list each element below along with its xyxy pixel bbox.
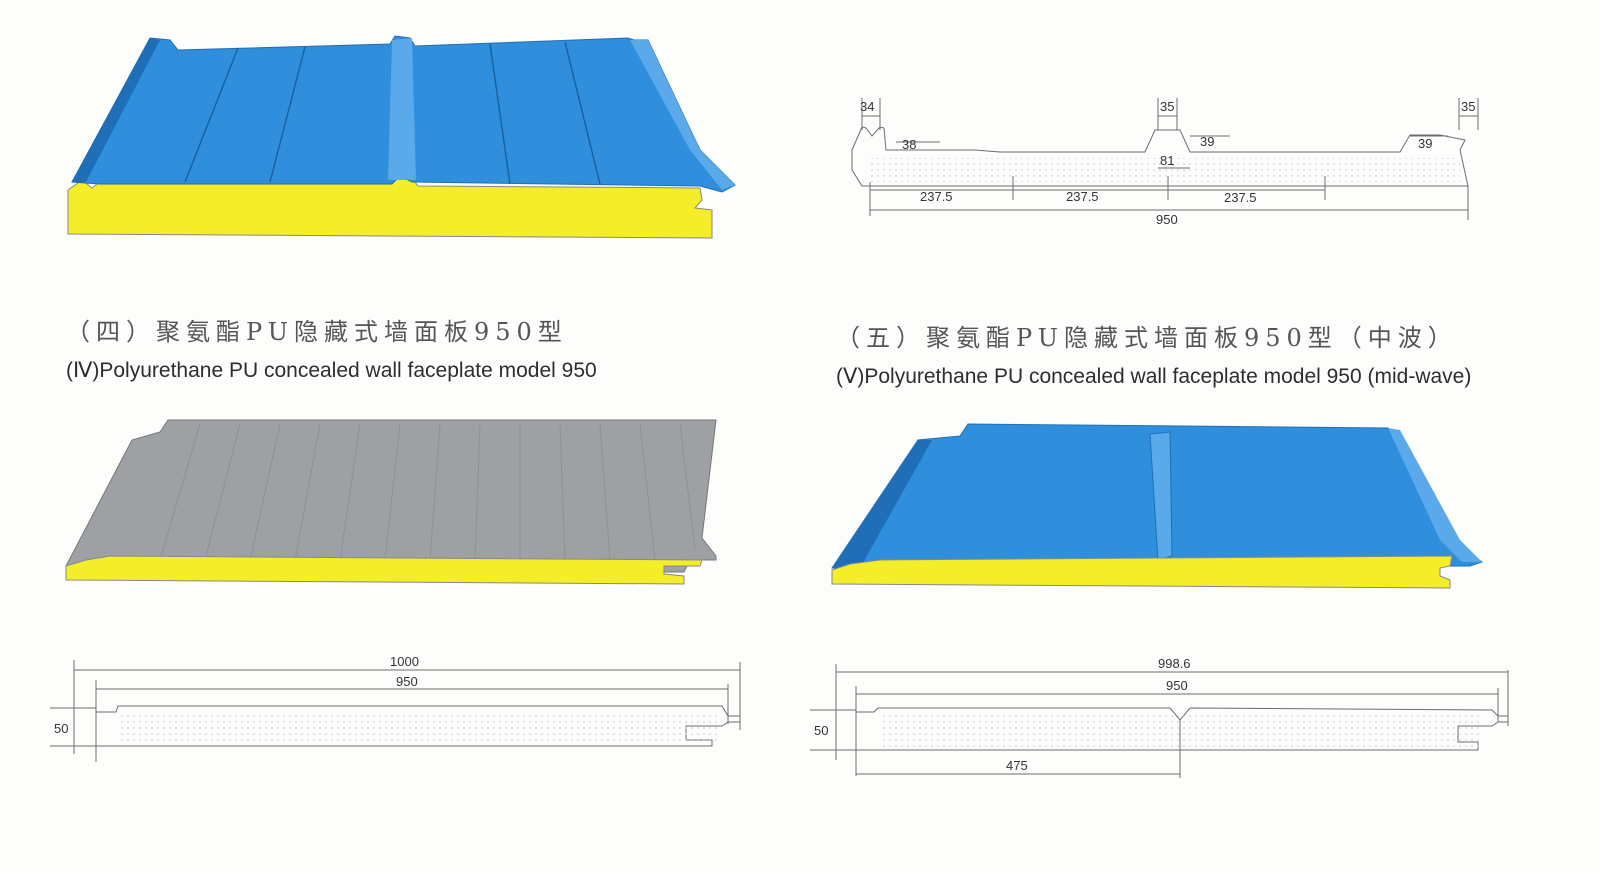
rib-mid [388, 38, 416, 180]
right-edge-rib [1388, 428, 1482, 562]
dim-v-thickness: 50 [814, 723, 828, 738]
dim-iv-thickness: 50 [54, 721, 68, 736]
groove-lines [184, 41, 601, 185]
section-v-title-en: (Ⅴ)Polyurethane PU concealed wall facepl… [836, 365, 1472, 388]
wall-panel-v-illustration [831, 423, 1484, 589]
foam-core [67, 175, 713, 239]
wall-panel-iv-illustration [65, 419, 717, 585]
dim-left-rib: 34 [860, 99, 874, 114]
dim-right-height: 39 [1418, 136, 1432, 151]
mid-wave-rib [1149, 431, 1173, 561]
dim-segment-1: 237.5 [920, 189, 953, 204]
dim-iv-overall: 1000 [390, 654, 419, 669]
rib-left [72, 38, 160, 182]
wall-section-v-drawing: 998.6 950 475 50 [810, 656, 1509, 778]
dim-segment-2: 237.5 [1066, 189, 1099, 204]
roof-section-drawing: 34 35 35 38 39 39 81 237.5 237.5 237.5 9… [851, 98, 1479, 227]
foam-core-iv [65, 555, 703, 585]
dim-segment-3: 237.5 [1224, 190, 1257, 205]
dim-v-half: 475 [1006, 758, 1028, 773]
dim-v-overall: 998.6 [1158, 656, 1191, 671]
rib-right [630, 40, 735, 190]
dim-mid-rib: 35 [1160, 99, 1174, 114]
dim-right-rib: 35 [1461, 99, 1475, 114]
dim-total: 950 [1156, 212, 1178, 227]
roof-section-outline [851, 126, 1469, 187]
section-iv-title-en: (Ⅳ)Polyurethane PU concealed wall facepl… [66, 359, 597, 382]
wall-section-iv-drawing: 1000 950 50 [50, 654, 741, 762]
section-iv-title-cn: （四）聚氨酯PU隐藏式墙面板950型 [66, 318, 568, 346]
dim-left-height: 38 [902, 137, 916, 152]
roof-panel-illustration [67, 35, 736, 239]
dim-rib-base: 81 [1160, 153, 1174, 168]
dim-v-cover: 950 [1166, 678, 1188, 693]
section-v-title-cn: （五）聚氨酯PU隐藏式墙面板950型（中波） [836, 324, 1458, 352]
dim-mid-height: 39 [1200, 134, 1214, 149]
left-edge-rib [832, 440, 932, 568]
silver-stripe-texture [159, 423, 696, 561]
dim-iv-cover: 950 [396, 674, 418, 689]
foam-core-v [831, 555, 1453, 589]
